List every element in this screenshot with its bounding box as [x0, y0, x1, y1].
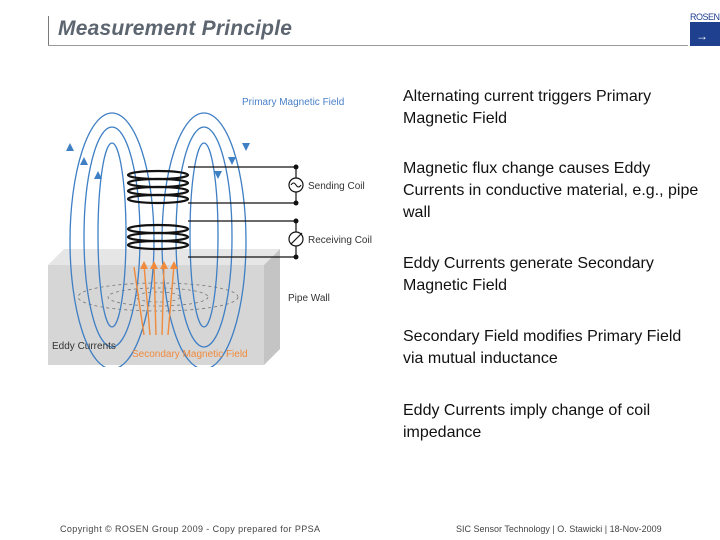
- bullet-item: Eddy Currents generate Secondary Magneti…: [403, 255, 654, 294]
- secondary-field-arrow: [170, 261, 178, 269]
- header-rule: [48, 45, 688, 46]
- terminal-dot: [293, 254, 299, 260]
- terminal-dot: [293, 218, 299, 224]
- arrow-icon: →: [696, 29, 708, 43]
- secondary-field-line: [161, 264, 165, 336]
- field-arrow: [80, 157, 88, 165]
- receiving-coil-turn: [126, 223, 190, 235]
- receiving-coil-turn: [126, 239, 190, 251]
- secondary-field-arrow: [150, 261, 158, 269]
- secondary-field-line: [143, 264, 151, 336]
- field-arrow: [66, 143, 74, 151]
- footer-copyright: Copyright © ROSEN Group 2009 - Copy prep…: [60, 524, 321, 534]
- terminal-dot: [293, 164, 299, 170]
- field-arrow: [228, 157, 236, 165]
- bullet-item: Alternating current triggers Primary Mag…: [403, 88, 652, 127]
- footer-info: SIC Sensor Technology | O. Stawicki | 18…: [456, 524, 662, 534]
- ac-source-icon: [288, 177, 304, 193]
- sending-coil-turn: [126, 169, 190, 181]
- secondary-field-line: [133, 266, 145, 336]
- bullet-item: Secondary Field modifies Primary Field v…: [403, 328, 682, 367]
- primary-field-loop: [175, 126, 233, 348]
- field-arrow: [94, 171, 102, 179]
- secondary-field-arrow: [160, 261, 168, 269]
- primary-field-loop: [189, 142, 219, 328]
- logo-text: ROSEN: [690, 12, 720, 22]
- terminal-dot: [293, 200, 299, 206]
- pipe-wall-side: [264, 249, 280, 365]
- receiving-coil-label: Receiving Coil: [308, 235, 372, 246]
- secondary-field-line: [167, 264, 175, 336]
- eddy-current-loop: [77, 282, 239, 312]
- pipe-wall-label: Pipe Wall: [288, 293, 330, 304]
- bullet-item: Eddy Currents imply change of coil imped…: [403, 402, 651, 441]
- measurement-diagram: Primary Magnetic Field Sending Coil Rece…: [48, 97, 372, 367]
- header-divider: [48, 16, 49, 46]
- pipe-wall-top: [48, 249, 280, 265]
- field-arrow: [242, 143, 250, 151]
- eddy-current-loop: [107, 287, 209, 307]
- rosen-logo: ROSEN →: [690, 12, 720, 46]
- eddy-currents-label: Eddy Currents: [52, 341, 116, 352]
- field-arrow: [214, 171, 222, 179]
- sending-coil-label: Sending Coil: [308, 181, 365, 192]
- secondary-field-label: Secondary Magnetic Field: [132, 349, 248, 360]
- receiving-coil-turn: [126, 231, 190, 243]
- secondary-field-arrow: [140, 261, 148, 269]
- secondary-field-line: [153, 264, 157, 336]
- primary-field-label: Primary Magnetic Field: [242, 97, 344, 108]
- sending-coil-turn: [126, 193, 190, 205]
- primary-field-loop: [83, 126, 141, 348]
- page-title: Measurement Principle: [58, 17, 293, 40]
- bullet-item: Magnetic flux change causes Eddy Current…: [403, 160, 699, 221]
- primary-field-loop: [97, 142, 127, 328]
- meter-icon: [288, 231, 304, 247]
